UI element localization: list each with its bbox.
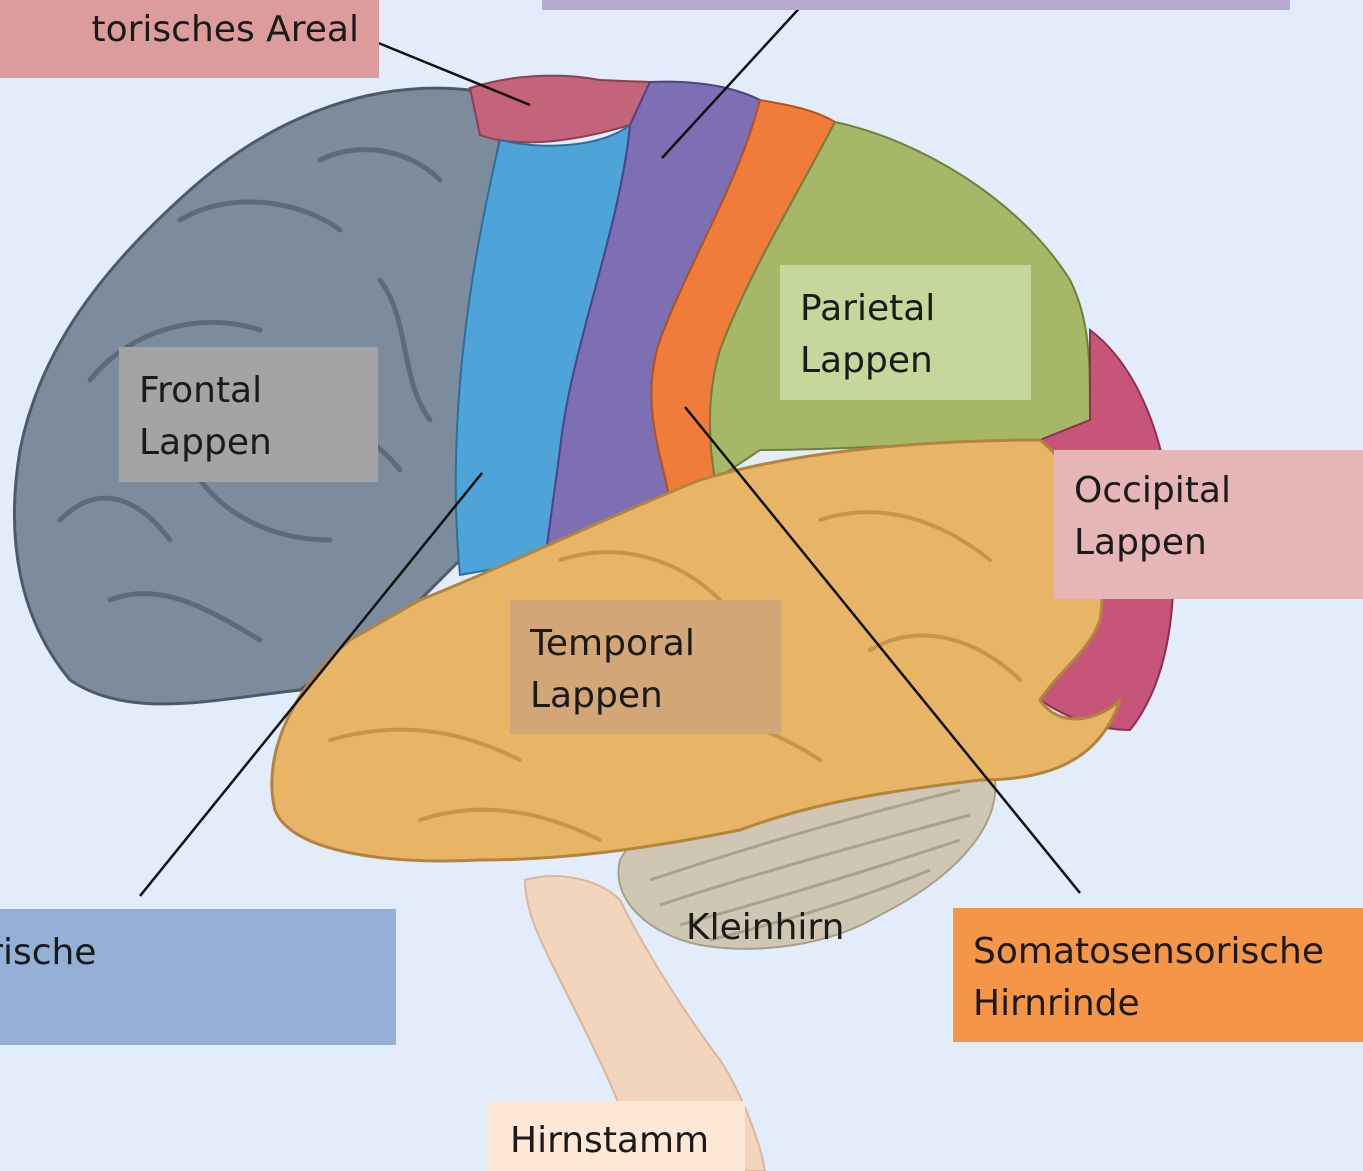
label-somatosensory-cortex: Somatosensorische Hirnrinde	[953, 908, 1363, 1042]
label-hirnstamm-text: Hirnstamm	[510, 1115, 745, 1167]
label-parietal-line1: Parietal	[800, 283, 1011, 335]
label-kleinhirn-text: Kleinhirn	[686, 902, 866, 954]
label-occipital-lobe: Occipital Lappen	[1054, 450, 1363, 599]
label-motor-areal: torisches Areal	[0, 0, 379, 78]
label-frontal-lobe: Frontal Lappen	[119, 347, 378, 482]
label-motorrinde-line1: torische	[0, 927, 396, 979]
label-somato-line1: Somatosensorische	[973, 926, 1343, 978]
label-occipital-line1: Occipital	[1074, 465, 1343, 517]
label-temporal-lobe: Temporal Lappen	[510, 600, 781, 734]
label-temporal-line1: Temporal	[530, 618, 761, 670]
label-parietal-lobe: Parietal Lappen	[780, 265, 1031, 400]
label-parietal-line2: Lappen	[800, 335, 1011, 387]
label-motor-areal-text: torisches Areal	[0, 4, 359, 56]
label-motor-cortex: torische de	[0, 909, 396, 1045]
label-cerebellum: Kleinhirn	[686, 902, 866, 962]
label-frontal-line1: Frontal	[139, 365, 358, 417]
label-motorrinde-line2: de	[0, 979, 396, 1031]
label-top-banner	[542, 0, 1290, 10]
label-occipital-line2: Lappen	[1074, 517, 1343, 569]
label-frontal-line2: Lappen	[139, 417, 358, 469]
label-brainstem: Hirnstamm	[488, 1101, 745, 1171]
label-somato-line2: Hirnrinde	[973, 978, 1343, 1030]
label-temporal-line2: Lappen	[530, 670, 761, 722]
